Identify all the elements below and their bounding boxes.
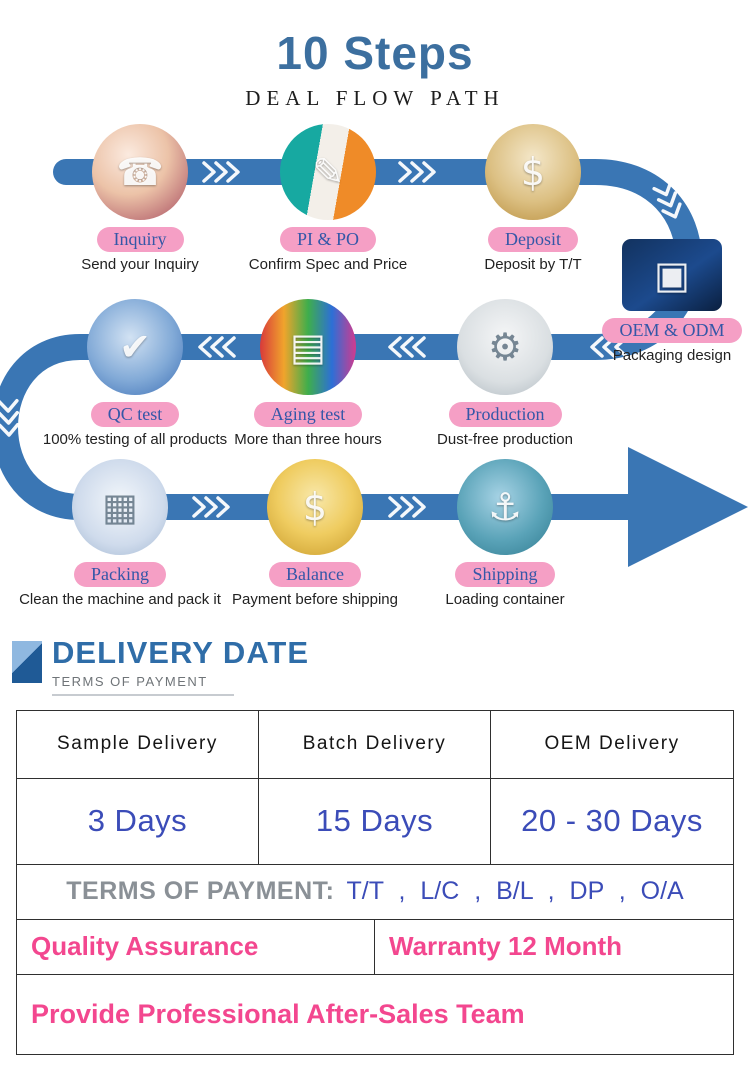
dollar-icon: $ xyxy=(520,150,546,194)
page-header: 10 Steps DEAL FLOW PATH xyxy=(0,0,750,111)
step-pi-po: ✎ PI & PO Confirm Spec and Price xyxy=(213,124,443,273)
section-marker-icon xyxy=(12,641,42,683)
pen-icon: ✎ xyxy=(312,150,344,194)
quality-warranty-row: Quality Assurance Warranty 12 Month xyxy=(17,919,733,975)
packing-photo: ▦ xyxy=(72,459,168,555)
step-desc-packing: Clean the machine and pack it xyxy=(19,591,221,608)
flow-end-arrow-icon xyxy=(628,447,748,567)
step-production: ⚙ Production Dust-free production xyxy=(390,299,620,448)
step-desc-inquiry: Send your Inquiry xyxy=(81,256,199,273)
aging-test-photo: ▤ xyxy=(260,299,356,395)
step-label-aging-test: Aging test xyxy=(253,402,363,427)
step-oem-odm: ▣ OEM & ODM Packaging design xyxy=(597,227,747,364)
step-label-packing: Packing xyxy=(74,562,166,587)
coins-icon: $ xyxy=(302,485,328,529)
step-desc-shipping: Loading container xyxy=(445,591,565,608)
step-desc-balance: Payment before shipping xyxy=(232,591,398,608)
step-packing: ▦ Packing Clean the machine and pack it xyxy=(5,459,235,608)
step-desc-production: Dust-free production xyxy=(437,431,573,448)
step-desc-deposit: Deposit by T/T xyxy=(484,256,582,273)
header-batch-delivery: Batch Delivery xyxy=(259,710,492,778)
pi-po-photo: ✎ xyxy=(280,124,376,220)
delivery-table: Sample Delivery Batch Delivery OEM Deliv… xyxy=(16,709,734,1055)
terms-of-payment-row: TERMS OF PAYMENT: T/T , L/C , B/L , DP ,… xyxy=(17,865,733,920)
terms-value: T/T , L/C , B/L , DP , O/A xyxy=(346,877,684,906)
page-title: 10 Steps xyxy=(276,27,474,79)
header-oem-delivery: OEM Delivery xyxy=(544,733,680,755)
warranty-cell: Warranty 12 Month xyxy=(389,931,623,962)
step-label-balance: Balance xyxy=(269,562,361,587)
step-shipping: ⚓ Shipping Loading container xyxy=(390,459,620,608)
terms-label: TERMS OF PAYMENT: xyxy=(66,877,335,906)
gear-icon: ⚙ xyxy=(487,325,523,369)
step-label-deposit: Deposit xyxy=(488,227,578,252)
step-aging-test: ▤ Aging test More than three hours xyxy=(193,299,423,448)
delivery-title: DELIVERY DATE xyxy=(52,635,310,670)
step-label-shipping: Shipping xyxy=(455,562,555,587)
step-label-inquiry: Inquiry xyxy=(96,227,184,252)
value-sample-days: 3 Days xyxy=(17,778,259,864)
wrapped-box-icon: ▦ xyxy=(102,485,138,529)
after-sales-row: Provide Professional After-Sales Team xyxy=(31,998,525,1029)
oem-odm-photo: ▣ xyxy=(622,239,722,311)
delivery-subtitle: TERMS OF PAYMENT xyxy=(52,674,234,696)
page-subtitle: DEAL FLOW PATH xyxy=(245,86,505,110)
value-batch-days: 15 Days xyxy=(259,778,492,864)
step-deposit: $ Deposit Deposit by T/T xyxy=(418,124,648,273)
shipping-photo: ⚓ xyxy=(457,459,553,555)
step-label-qc-test: QC test xyxy=(90,402,180,427)
step-inquiry: ☎ Inquiry Send your Inquiry xyxy=(25,124,255,273)
delivery-section-header: DELIVERY DATE TERMS OF PAYMENT xyxy=(12,635,734,696)
package-box-icon: ▣ xyxy=(654,253,690,297)
deposit-photo: $ xyxy=(485,124,581,220)
step-label-pi-po: PI & PO xyxy=(279,227,376,252)
step-desc-pi-po: Confirm Spec and Price xyxy=(248,256,408,273)
balance-photo: $ xyxy=(267,459,363,555)
header-sample-delivery: Sample Delivery xyxy=(17,710,259,778)
step-label-oem-odm: OEM & ODM xyxy=(602,318,742,343)
step-qc-test: ✔ QC test 100% testing of all products xyxy=(20,299,250,448)
table-header-row: Sample Delivery Batch Delivery OEM Deliv… xyxy=(17,710,733,779)
phone-icon: ☎ xyxy=(116,150,164,194)
flow-path-layer xyxy=(0,159,748,567)
production-photo: ⚙ xyxy=(457,299,553,395)
table-values-row: 3 Days 15 Days 20 - 30 Days xyxy=(17,778,733,865)
step-balance: $ Balance Payment before shipping xyxy=(200,459,430,608)
deal-flow-diagram: ☎ Inquiry Send your Inquiry ✎ PI & PO Co… xyxy=(0,117,750,627)
step-desc-qc-test: 100% testing of all products xyxy=(42,431,228,448)
value-oem-days: 20 - 30 Days xyxy=(521,803,703,839)
qc-test-photo: ✔ xyxy=(87,299,183,395)
inquiry-photo: ☎ xyxy=(92,124,188,220)
step-desc-oem-odm: Packaging design xyxy=(612,347,732,364)
quality-assurance-cell: Quality Assurance xyxy=(17,919,375,974)
step-label-production: Production xyxy=(448,402,562,427)
step-desc-aging-test: More than three hours xyxy=(234,431,382,448)
anchor-icon: ⚓ xyxy=(487,485,523,529)
checkmark-icon: ✔ xyxy=(119,325,151,369)
rack-icon: ▤ xyxy=(290,325,326,369)
